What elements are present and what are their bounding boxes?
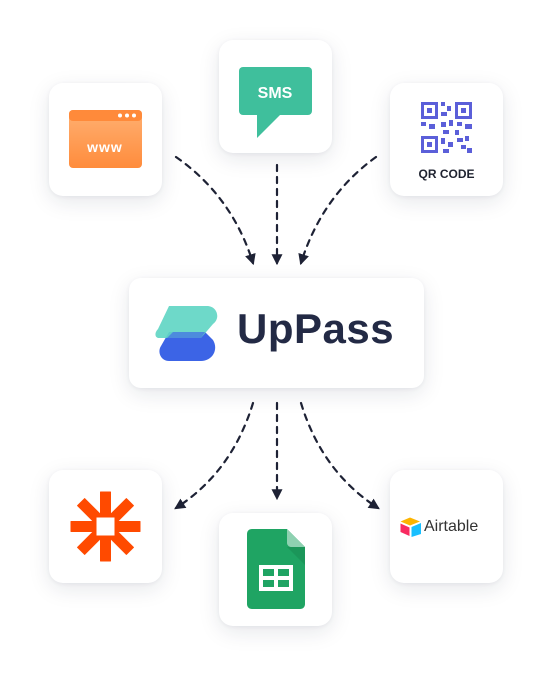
arrow-qr-to-uppass	[298, 155, 378, 266]
source-card-sms[interactable]: SMS	[219, 40, 332, 153]
qr-code-icon	[421, 102, 472, 153]
arrow-www-to-uppass	[174, 155, 256, 266]
destination-card-google-sheets[interactable]	[219, 513, 332, 626]
source-card-qr[interactable]: QR CODE	[390, 83, 503, 196]
zapier-logo-icon	[70, 491, 141, 562]
airtable-wordmark: Airtable	[424, 518, 479, 535]
source-card-www[interactable]: www	[49, 83, 162, 196]
chat-bubble-icon	[239, 67, 312, 138]
browser-window-icon	[69, 110, 142, 168]
arrow-uppass-to-airtable	[299, 401, 380, 510]
destination-card-zapier[interactable]	[49, 470, 162, 583]
www-label: www	[87, 139, 123, 155]
arrow-uppass-to-zapier	[174, 401, 255, 510]
uppass-logo-icon	[155, 306, 218, 361]
sms-label: SMS	[257, 85, 293, 102]
google-sheets-icon	[247, 529, 305, 609]
uppass-wordmark: UpPass	[237, 305, 395, 352]
qr-code-label: QR CODE	[418, 167, 475, 181]
uppass-hub-card[interactable]: UpPass	[129, 278, 424, 388]
airtable-logo-icon	[400, 517, 421, 537]
destination-card-airtable[interactable]: Airtable	[390, 470, 503, 583]
